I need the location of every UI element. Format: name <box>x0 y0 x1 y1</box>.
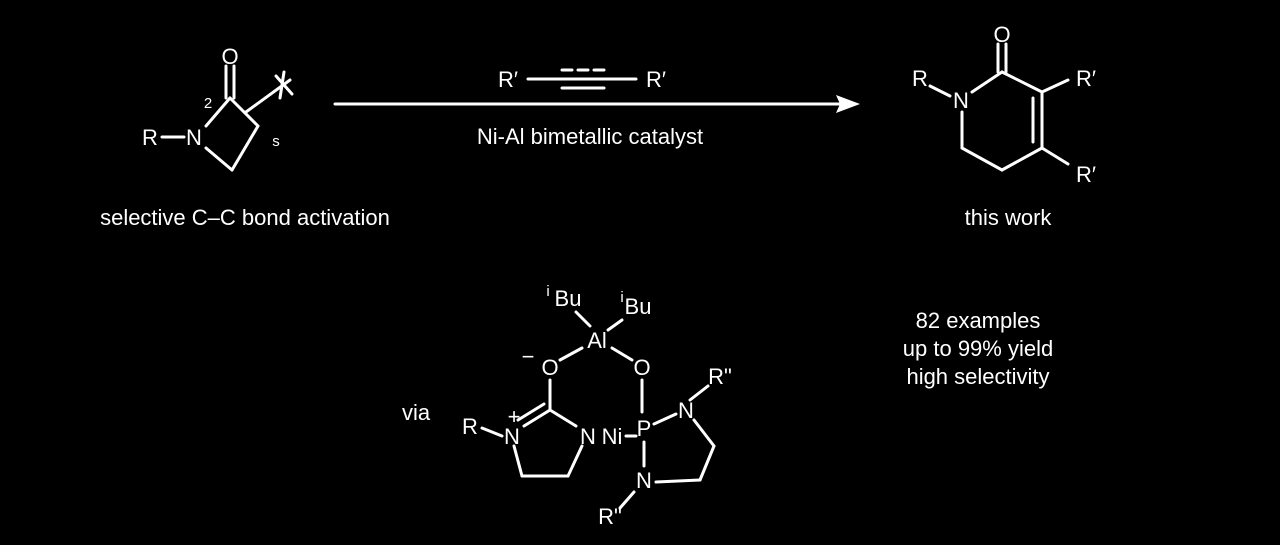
n-top-atom: N <box>678 398 694 423</box>
product-bond-n-co <box>970 70 1004 94</box>
lactam-bond-co-c3 <box>228 96 260 128</box>
lactam-bond-n-co <box>204 96 232 128</box>
product-bottom-substituent: R′ <box>1076 162 1096 187</box>
locant-2: 2 <box>204 95 212 112</box>
ibu-left-label: Bu <box>555 286 582 311</box>
nickel-atom: Ni <box>602 424 623 449</box>
n-top-r-group: R" <box>708 364 732 389</box>
product-bond-c5-c6 <box>960 146 1004 172</box>
cleavage-marker-scissors-icon <box>274 70 294 100</box>
highlight-yield: up to 99% yield <box>903 336 1053 361</box>
phosphorus-atom: P <box>637 416 652 441</box>
carbene-n-plus-double-a <box>522 408 552 428</box>
al-o-left-bond <box>558 346 584 362</box>
product-nitrogen: N <box>953 88 969 113</box>
al-ibu-right-bond <box>606 318 624 332</box>
lactam-bond-c4-n <box>204 146 234 172</box>
product-c4-r-bond <box>1040 146 1070 166</box>
r-n-plus-bond <box>480 426 504 438</box>
product-r-n-bond <box>928 84 952 98</box>
product-top-substituent: R′ <box>1076 66 1096 91</box>
p-n-top-bond <box>652 412 678 426</box>
highlight-selectivity: high selectivity <box>906 364 1049 389</box>
product-bond-co-c3 <box>1000 70 1044 94</box>
via-label: via <box>402 400 431 425</box>
alkyne-right-substituent: R′ <box>646 67 666 92</box>
ibu-right-label: Bu <box>625 294 652 319</box>
n-plus-r-group: R <box>462 414 478 439</box>
locant-s: s <box>272 133 280 150</box>
lactam-nitrogen: N <box>186 125 202 150</box>
ch2-n-bottom-bond <box>654 478 702 484</box>
al-o-right-bond <box>610 346 634 362</box>
ring-ch2-n-bond <box>566 444 584 478</box>
n-top-r-bond <box>688 384 710 402</box>
reaction-arrow-group: R′ R′ Ni-Al bimetallic catalyst <box>333 67 860 149</box>
oxygen-left-charge: − <box>522 344 535 369</box>
carbene-n-plus-double-b <box>516 402 546 422</box>
product-dihydropyridinone: O N R R′ R′ this work <box>912 22 1096 230</box>
n-bottom-r-bond <box>618 490 636 510</box>
reactant-beta-lactam: O N R 2 s selective C–C bond activation <box>100 44 390 230</box>
ni-al-catalyst-structure: via i Bu i Bu Al O − O N + R N Ni <box>402 283 732 529</box>
product-bond-c4-c5 <box>1000 146 1044 172</box>
lactam-r-group: R <box>142 125 158 150</box>
lactam-bond-c3-c4 <box>230 124 260 172</box>
n-bottom-atom: N <box>636 468 652 493</box>
highlights-list: 82 examples up to 99% yield high selecti… <box>903 308 1053 389</box>
alkyne-left-substituent: R′ <box>498 67 518 92</box>
highlight-examples: 82 examples <box>916 308 1041 333</box>
n-top-ch2-bond <box>692 418 716 448</box>
aluminum-atom: Al <box>587 328 607 353</box>
reactant-caption: selective C–C bond activation <box>100 205 390 230</box>
oxygen-right-atom: O <box>633 355 650 380</box>
ring-n-plus-ch2-bond <box>512 444 524 478</box>
lactam-oxygen: O <box>221 44 238 69</box>
carbene-n-ring-bond <box>548 408 578 428</box>
catalyst-label: Ni-Al bimetallic catalyst <box>477 124 703 149</box>
ring-nitrogen-atom: N <box>580 424 596 449</box>
reaction-arrow-head <box>836 95 860 113</box>
n-bottom-r-group: R" <box>598 504 622 529</box>
product-oxygen: O <box>993 22 1010 47</box>
ibu-left-superscript: i <box>546 283 549 300</box>
product-c3-r-bond <box>1040 78 1070 94</box>
n-plus-charge: + <box>508 404 521 429</box>
ibu-right-superscript: i <box>620 289 623 306</box>
product-caption: this work <box>965 205 1053 230</box>
n-plus-atom: N <box>504 424 520 449</box>
oxygen-left-atom: O <box>541 355 558 380</box>
product-r-group: R <box>912 66 928 91</box>
ring-ch2-ch2-p-bond <box>698 444 716 482</box>
al-ibu-left-bond <box>574 310 592 328</box>
